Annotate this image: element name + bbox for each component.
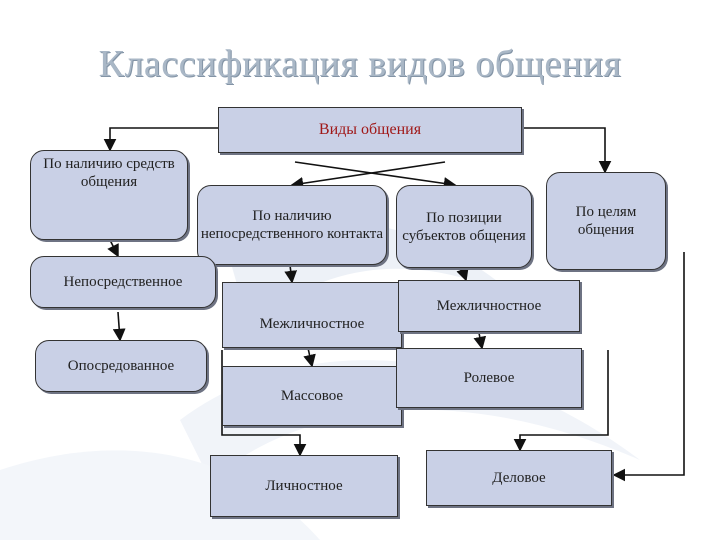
kind-role-label: Ролевое [463, 370, 515, 386]
kind-role-box: Ролевое [396, 348, 582, 408]
criterion-means-box: По наличию средств общения [30, 150, 188, 240]
kind-interpersonal-2-label: Межличностное [436, 298, 542, 314]
kind-business-box: Деловое [426, 450, 612, 506]
criterion-contact-box: По наличию непосредственного контакта [197, 185, 387, 265]
page-title: Классификация видов общения [98, 43, 622, 85]
connector-position-interpersonal [456, 267, 469, 282]
kind-direct-label: Непосредственное [63, 274, 183, 290]
root-label: Виды общения [318, 121, 422, 138]
connector-position-business [513, 350, 609, 452]
connector-root-means [103, 127, 218, 152]
criterion-means-label: По наличию средств общения [43, 156, 175, 190]
kind-personal-box: Личностное [210, 455, 398, 517]
kind-interpersonal-1-box: Межличностное [222, 282, 402, 348]
kind-mass-box: Массовое [222, 366, 402, 426]
criterion-goals-label: По целям общения [575, 204, 637, 238]
connector-root-cross-b [290, 161, 446, 190]
criterion-goals-box: По целям общения [546, 172, 666, 270]
criterion-position-label: По позиции субъектов общения [402, 209, 526, 244]
connector-root-cross-a [294, 161, 457, 190]
connector-means-direct [107, 239, 119, 258]
kind-mass-label: Массовое [280, 388, 344, 404]
kind-direct-box: Непосредственное [30, 256, 216, 308]
kind-mediated-label: Опосредованное [67, 358, 175, 374]
kind-mediated-box: Опосредованное [35, 340, 207, 392]
connector-contact-interpersonal [284, 264, 298, 284]
criterion-position-box: По позиции субъектов общения [396, 185, 532, 268]
connector-interpersonal-mass [303, 347, 316, 368]
kind-business-label: Деловое [492, 470, 546, 486]
criterion-contact-label: По наличию непосредственного контакта [200, 208, 384, 242]
root-box: Виды общения [218, 107, 522, 153]
kind-interpersonal-1-label: Межличностное [259, 316, 365, 332]
kind-personal-label: Личностное [265, 478, 343, 494]
kind-interpersonal-2-box: Межличностное [398, 280, 580, 332]
connector-root-goals [522, 127, 612, 174]
connector-direct-mediated [112, 311, 126, 342]
connector-goals-business [612, 252, 685, 482]
